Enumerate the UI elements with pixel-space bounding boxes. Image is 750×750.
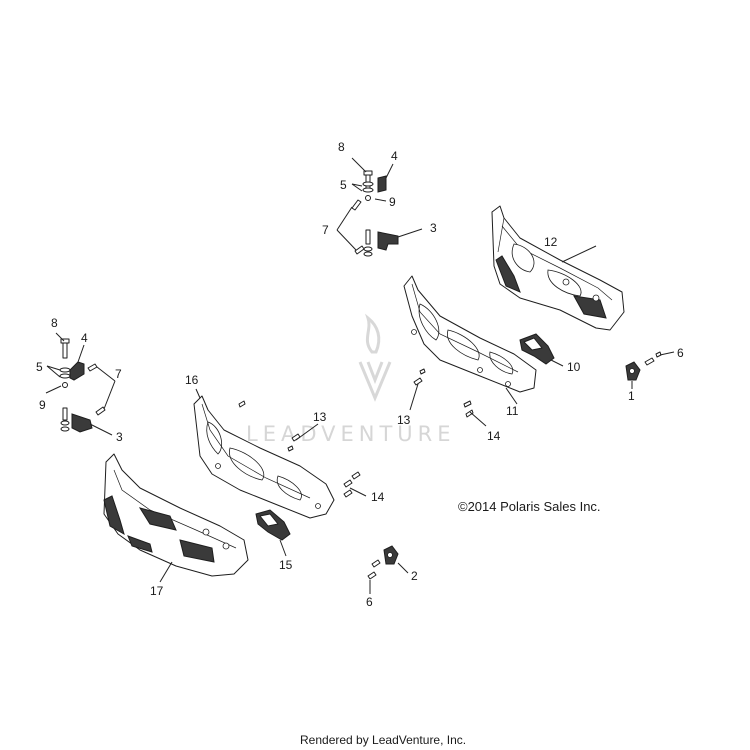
part-12-panel	[491, 205, 625, 331]
bracket-3-upper	[377, 231, 399, 251]
part-2-pivot	[367, 545, 409, 594]
washer-left-lower-b	[60, 426, 70, 432]
washer-5-upper-a	[362, 181, 374, 187]
screw-7-upper-a	[351, 199, 362, 211]
washer-5-upper-b	[362, 187, 374, 193]
watermark: LEADVENTURE	[246, 313, 456, 446]
bracket-3-left	[71, 413, 93, 433]
callout-14-right: 14	[487, 429, 501, 443]
screw-7-upper-b	[354, 245, 365, 255]
washer-5-left-b	[59, 373, 71, 379]
screw-6-right	[644, 357, 655, 366]
callout-8-left: 8	[51, 316, 58, 330]
washer-upper-lower-b	[363, 251, 373, 257]
callout-17: 17	[150, 584, 164, 598]
bolt-head-8-left	[60, 338, 70, 344]
upper-bracket-assembly	[336, 157, 423, 257]
bolt-upper-lower	[365, 229, 371, 245]
watermark-text: LEADVENTURE	[246, 422, 456, 446]
bolt-8-left	[62, 341, 68, 359]
washer-upper-lower-a	[363, 246, 373, 252]
callout-7-left: 7	[115, 367, 122, 381]
bolt-left-lower	[62, 407, 68, 421]
screw-7-left-a	[87, 363, 98, 372]
nut-9-upper	[365, 195, 371, 201]
callout-labels: 8 4 5 9 7 3 8 4 5 7 9 3 12 10 6 1 11 13 …	[36, 140, 684, 609]
callout-9-upper: 9	[389, 195, 396, 209]
right-fasteners	[409, 368, 487, 427]
washer-5-left-a	[59, 367, 71, 373]
bolt-head-8-upper	[363, 170, 373, 176]
callout-9-left: 9	[39, 398, 46, 412]
screw-6-lower	[367, 571, 377, 580]
part-17-panel	[103, 453, 249, 583]
callout-8-upper: 8	[338, 140, 345, 154]
part-10-handle	[519, 333, 564, 367]
callout-2: 2	[411, 569, 418, 583]
bracket-4-upper	[377, 175, 387, 193]
callout-5-left: 5	[36, 360, 43, 374]
part-15-handle	[255, 509, 291, 557]
callout-6-right: 6	[677, 346, 684, 360]
callout-4-upper: 4	[391, 149, 398, 163]
callout-15: 15	[279, 558, 293, 572]
part-16-frame	[193, 388, 335, 519]
callout-16: 16	[185, 373, 199, 387]
callout-1: 1	[628, 389, 635, 403]
screw-7-left-b	[95, 406, 106, 416]
copyright-text: ©2014 Polaris Sales Inc.	[458, 499, 601, 514]
bracket-4-left	[69, 361, 85, 381]
callout-4-left: 4	[81, 331, 88, 345]
callout-13-right: 13	[397, 413, 411, 427]
callout-7-upper: 7	[322, 223, 329, 237]
callout-6-lower: 6	[366, 595, 373, 609]
callout-11: 11	[506, 404, 519, 418]
nut-9-left	[62, 382, 68, 388]
part-11-frame	[403, 275, 537, 405]
callout-5-upper: 5	[340, 178, 347, 192]
callout-3-upper: 3	[430, 221, 437, 235]
washer-left-lower-a	[60, 420, 70, 426]
callout-14-center: 14	[371, 490, 385, 504]
callout-10: 10	[567, 360, 581, 374]
center-fasteners	[238, 400, 367, 498]
callout-12: 12	[544, 235, 558, 249]
watermark-logo	[358, 313, 392, 402]
callout-3-left: 3	[116, 430, 123, 444]
left-bracket-assembly	[45, 332, 116, 436]
callout-13-center: 13	[313, 410, 327, 424]
footer-credit: Rendered by LeadVenture, Inc.	[300, 733, 466, 747]
part-1-pivot	[625, 351, 675, 389]
